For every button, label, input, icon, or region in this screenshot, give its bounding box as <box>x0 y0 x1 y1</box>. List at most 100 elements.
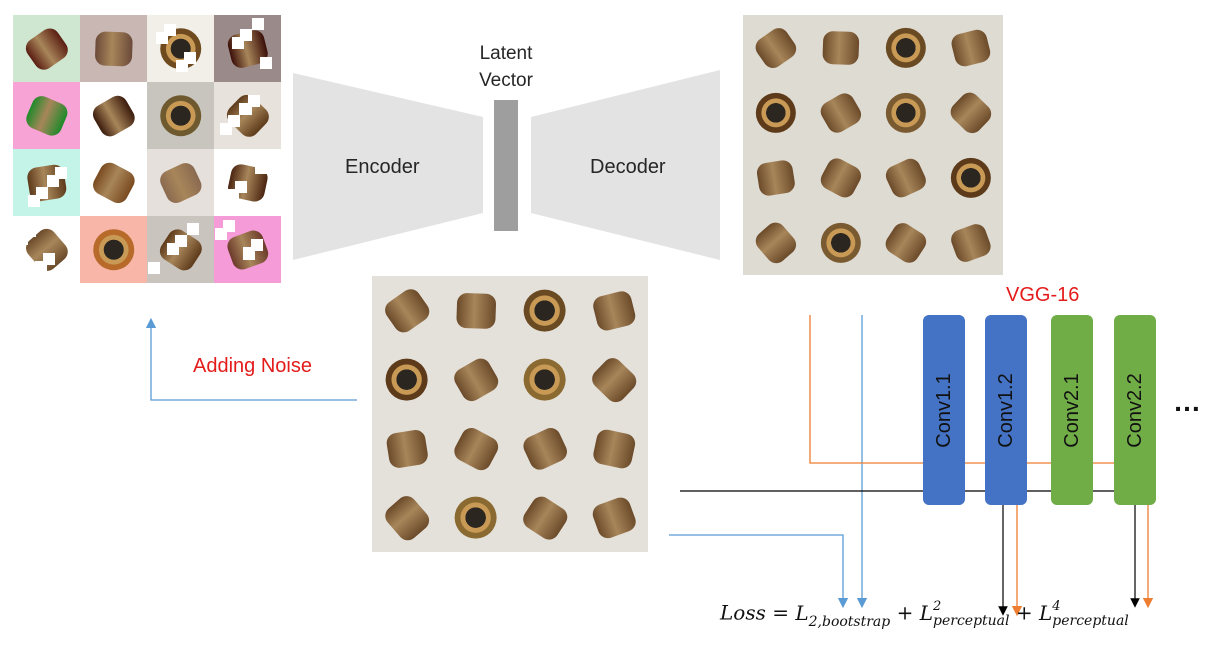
noise-patch <box>242 247 255 260</box>
image-tile <box>147 216 214 283</box>
image-tile <box>743 80 808 145</box>
image-tile <box>938 145 1003 210</box>
bushing-part <box>523 358 566 401</box>
image-tile <box>510 276 579 345</box>
vgg-layer-conv2-2: Conv2.2 <box>1114 315 1156 505</box>
latent-vector-label: Latent Vector <box>479 43 533 91</box>
noise-patch <box>147 262 160 275</box>
image-tile <box>80 149 147 216</box>
image-tile <box>808 210 873 275</box>
image-tile <box>441 483 510 552</box>
image-tile <box>13 216 80 283</box>
more-layers-ellipsis: … <box>1173 386 1201 417</box>
image-tile <box>80 15 147 82</box>
loss-equals: = <box>772 600 789 625</box>
loss-plus-2: + <box>1015 600 1033 625</box>
decoder-label: Decoder <box>590 156 666 178</box>
vgg-layer-conv2-1: Conv2.1 <box>1051 315 1093 505</box>
image-tile <box>579 345 648 414</box>
image-tile <box>147 82 214 149</box>
bushing-part <box>885 92 926 133</box>
image-tile <box>873 80 938 145</box>
image-tile <box>743 15 808 80</box>
image-tile <box>13 82 80 149</box>
image-tile <box>510 345 579 414</box>
noise-patch <box>186 223 199 236</box>
image-tile <box>372 483 441 552</box>
image-tile <box>510 414 579 483</box>
noise-patch <box>35 260 48 273</box>
original-feature-line <box>680 490 1140 608</box>
noise-patch <box>167 242 180 255</box>
image-tile <box>873 145 938 210</box>
noise-patch <box>232 37 245 50</box>
image-tile <box>147 15 214 82</box>
vgg-layer-conv1-1: Conv1.1 <box>923 315 965 505</box>
image-tile <box>13 149 80 216</box>
decoder-funnel <box>531 70 720 260</box>
image-tile <box>808 80 873 145</box>
image-tile <box>441 414 510 483</box>
noise-arrow <box>145 317 357 401</box>
bushing-part <box>159 94 202 137</box>
bushing-part <box>523 289 566 332</box>
noise-patch <box>175 59 188 72</box>
noise-patch <box>216 153 229 166</box>
noise-patch <box>227 189 240 202</box>
image-tile <box>579 414 648 483</box>
image-tile <box>743 145 808 210</box>
vgg-title: VGG-16 <box>1006 284 1080 306</box>
image-tile <box>214 216 281 283</box>
image-tile <box>873 15 938 80</box>
reconstructed-output-grid <box>743 15 1003 275</box>
image-tile <box>372 345 441 414</box>
noise-patch <box>239 103 252 116</box>
image-tile <box>147 149 214 216</box>
image-tile <box>214 15 281 82</box>
bushing-part <box>820 222 861 263</box>
bushing-part <box>454 496 497 539</box>
noisy-input-grid <box>13 15 281 283</box>
noise-patch <box>220 122 233 135</box>
noise-patch <box>47 175 60 188</box>
image-tile <box>214 149 281 216</box>
image-tile <box>938 80 1003 145</box>
original-image-grid <box>372 276 648 552</box>
image-tile <box>80 82 147 149</box>
loss-term-bootstrap: L2,bootstrap <box>795 600 891 630</box>
image-tile <box>579 483 648 552</box>
image-tile <box>808 15 873 80</box>
image-tile <box>441 276 510 345</box>
image-tile <box>13 15 80 82</box>
noise-patch <box>259 56 272 69</box>
image-tile <box>873 210 938 275</box>
bootstrap-arrow-original <box>669 534 849 609</box>
image-tile <box>372 414 441 483</box>
bushing-part <box>92 228 135 271</box>
vgg-layer-conv1-2: Conv1.2 <box>985 315 1027 505</box>
loss-plus-1: + <box>896 600 914 625</box>
encoder-label: Encoder <box>345 156 420 178</box>
bushing-part <box>385 358 428 401</box>
image-tile <box>938 15 1003 80</box>
noise-patch <box>251 17 264 30</box>
latent-vector-bar <box>494 100 518 231</box>
image-tile <box>80 216 147 283</box>
bushing-part <box>755 92 796 133</box>
image-tile <box>510 483 579 552</box>
noise-patch <box>215 228 228 241</box>
bushing-part <box>885 27 926 68</box>
image-tile <box>808 145 873 210</box>
encoder-funnel <box>293 73 483 260</box>
adding-noise-label: Adding Noise <box>193 355 312 377</box>
image-tile <box>938 210 1003 275</box>
recon-feature-line <box>809 315 1154 609</box>
noise-patch <box>15 233 28 246</box>
loss-prefix: Loss <box>720 600 766 625</box>
noise-patch <box>27 194 40 207</box>
bushing-part <box>950 157 991 198</box>
